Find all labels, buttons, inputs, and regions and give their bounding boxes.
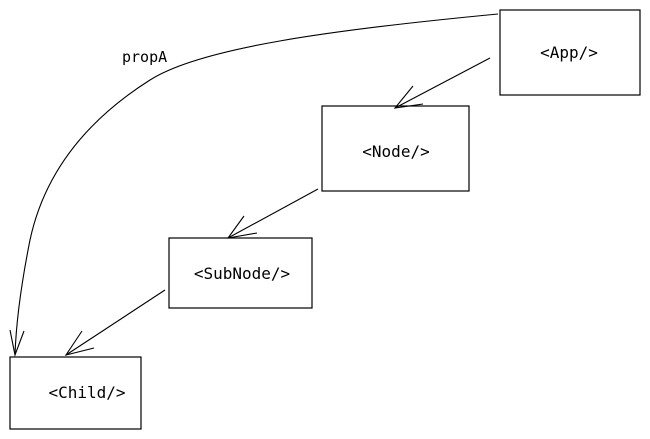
edge-subnode-to-child-arrowhead <box>64 330 95 356</box>
node-node-label: <Node/> <box>362 142 429 161</box>
edge-subnode-to-child-line <box>65 289 166 356</box>
edge-node-to-subnode <box>226 188 319 239</box>
node-app: <App/> <box>499 9 641 96</box>
node-subnode: <SubNode/> <box>168 237 313 309</box>
node-app-box <box>499 9 641 96</box>
edge-node-to-subnode-arrowhead <box>226 215 258 239</box>
node-child-label: <Child/> <box>48 383 125 402</box>
edge-app-to-child-label: propA <box>122 48 167 66</box>
edge-node-to-subnode-line <box>227 188 319 239</box>
node-app-label: <App/> <box>540 43 598 62</box>
node-child: <Child/> <box>9 356 142 430</box>
edge-subnode-to-child <box>64 289 166 356</box>
node-node: <Node/> <box>321 105 470 192</box>
node-subnode-label: <SubNode/> <box>194 264 290 283</box>
edge-app-to-child-curve <box>14 13 499 356</box>
edge-app-to-node-line <box>394 57 491 109</box>
edge-app-to-node-arrowhead <box>393 85 424 109</box>
node-node-box <box>321 105 470 192</box>
node-child-box <box>9 356 142 430</box>
edge-app-to-node <box>393 57 491 109</box>
edge-app-to-child-arrowhead <box>9 329 25 357</box>
edge-app-to-child: propA <box>9 13 499 357</box>
node-subnode-box <box>168 237 313 309</box>
